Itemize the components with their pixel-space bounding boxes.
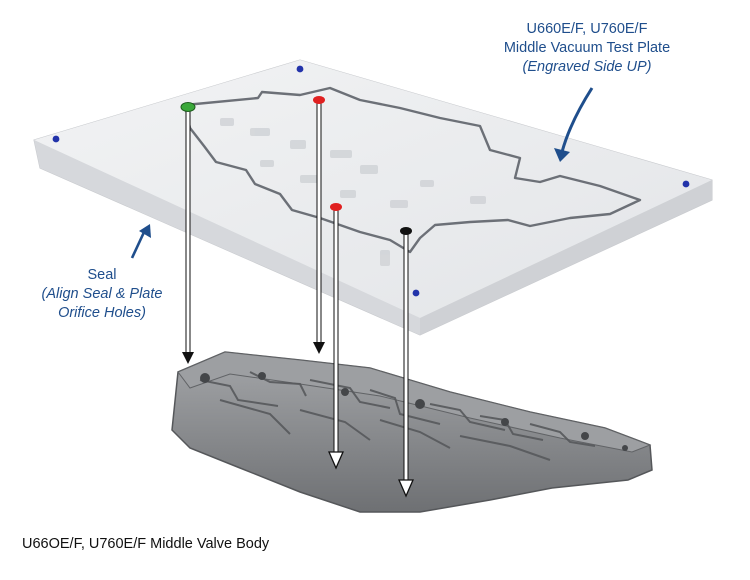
- arrow-down-icon: [182, 352, 194, 364]
- seal-gasket: [183, 86, 642, 254]
- plate-corner-marker: [296, 65, 304, 73]
- test-plate: [33, 59, 713, 336]
- curved-arrow-icon: [554, 148, 570, 162]
- caption: U66OE/F, U760E/F Middle Valve Body: [22, 536, 270, 552]
- plate-label-line3: (Engraved Side UP): [522, 59, 652, 75]
- alignment-lines: [185, 101, 409, 484]
- orifice-marker-red: [330, 203, 342, 211]
- seal-label: Seal (Align Seal & Plate Orifice Holes): [22, 266, 182, 323]
- arrow-down-icon: [328, 451, 344, 470]
- orifice-marker-red: [313, 96, 325, 104]
- curved-arrow-icon: [560, 87, 594, 153]
- plate-label-line1: U660E/F, U760E/F: [526, 21, 648, 37]
- arrow-down-icon: [398, 479, 414, 498]
- plate-label: U660E/F, U760E/F Middle Vacuum Test Plat…: [462, 20, 712, 77]
- seal-label-line1: Seal: [87, 267, 117, 283]
- arrow-up-right-icon: [139, 224, 151, 238]
- arrow-down-icon: [313, 342, 325, 354]
- seal-label-line3: Orifice Holes): [58, 305, 146, 321]
- orifice-marker-green: [180, 102, 196, 112]
- plate-label-line2: Middle Vacuum Test Plate: [503, 40, 671, 56]
- plate-corner-marker: [682, 180, 690, 188]
- arrow-up-right-icon: [130, 229, 147, 259]
- plate-corner-marker: [52, 135, 60, 143]
- orifice-marker-black: [400, 227, 412, 235]
- valve-body: [171, 351, 653, 513]
- plate-corner-marker: [412, 289, 420, 297]
- seal-label-line2: (Align Seal & Plate: [41, 286, 163, 302]
